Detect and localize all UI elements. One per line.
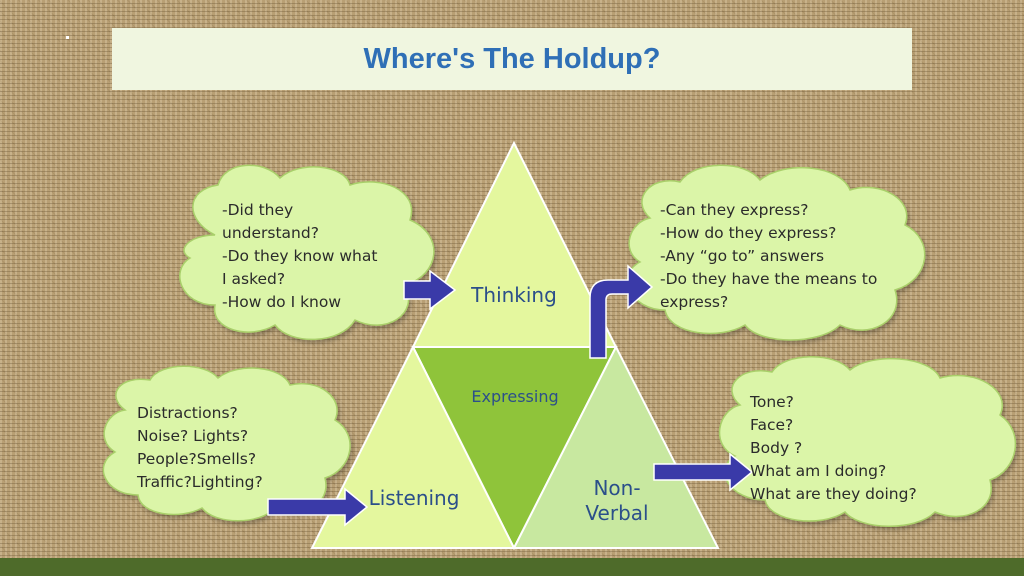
triangle-thinking	[411, 140, 618, 348]
arrow-listening	[267, 487, 369, 527]
cloud-nonverbal-text: Tone? Face? Body ? What am I doing? What…	[750, 391, 917, 506]
cloud-line: Traffic?Lighting?	[137, 473, 263, 491]
label-expressing: Expressing	[471, 387, 559, 406]
cloud-line: -How do they express?	[660, 224, 837, 242]
cloud-line: understand?	[222, 224, 319, 242]
cloud-line: -Any “go to” answers	[660, 247, 825, 265]
label-thinking: Thinking	[471, 283, 557, 307]
cloud-listening	[102, 365, 351, 522]
cloud-line: Body ?	[750, 439, 803, 457]
cloud-line: -Do they have the means to	[660, 270, 878, 288]
cloud-line: -Do they know what	[222, 247, 378, 265]
cloud-thinking-text: -Did they understand? -Do they know what…	[222, 199, 377, 314]
cloud-line: -Can they express?	[660, 201, 809, 219]
cloud-line: What are they doing?	[750, 485, 917, 503]
cloud-line: Face?	[750, 416, 794, 434]
cloud-line: express?	[660, 293, 729, 311]
cloud-line: Noise? Lights?	[137, 427, 249, 445]
arrow-thinking	[403, 269, 457, 311]
bottom-bar	[0, 558, 1024, 576]
title-bar: Where's The Holdup?	[112, 28, 912, 90]
cloud-line: -How do I know	[222, 293, 342, 311]
label-nonverbal-line2: Verbal	[585, 501, 649, 525]
label-nonverbal: Non- Verbal	[557, 476, 677, 526]
cloud-line: Distractions?	[137, 404, 238, 422]
arrow-expressing	[589, 264, 654, 359]
cloud-expressing	[626, 164, 926, 341]
cloud-nonverbal	[718, 356, 1017, 527]
page-title: Where's The Holdup?	[363, 42, 661, 75]
triangle-nonverbal	[512, 344, 720, 549]
cloud-line: People?Smells?	[137, 450, 257, 468]
decorative-dot	[66, 36, 69, 39]
arrow-nonverbal	[653, 452, 754, 492]
cloud-line: What am I doing?	[750, 462, 887, 480]
triangle-listening	[310, 344, 516, 549]
cloud-listening-text: Distractions? Noise? Lights? People?Smel…	[137, 402, 263, 494]
cloud-expressing-text: -Can they express? -How do they express?…	[660, 199, 877, 314]
cloud-line: Tone?	[750, 393, 794, 411]
cloud-line: -Did they	[222, 201, 294, 219]
cloud-line: I asked?	[222, 270, 286, 288]
label-listening: Listening	[368, 486, 460, 510]
label-nonverbal-line1: Non-	[593, 476, 641, 500]
